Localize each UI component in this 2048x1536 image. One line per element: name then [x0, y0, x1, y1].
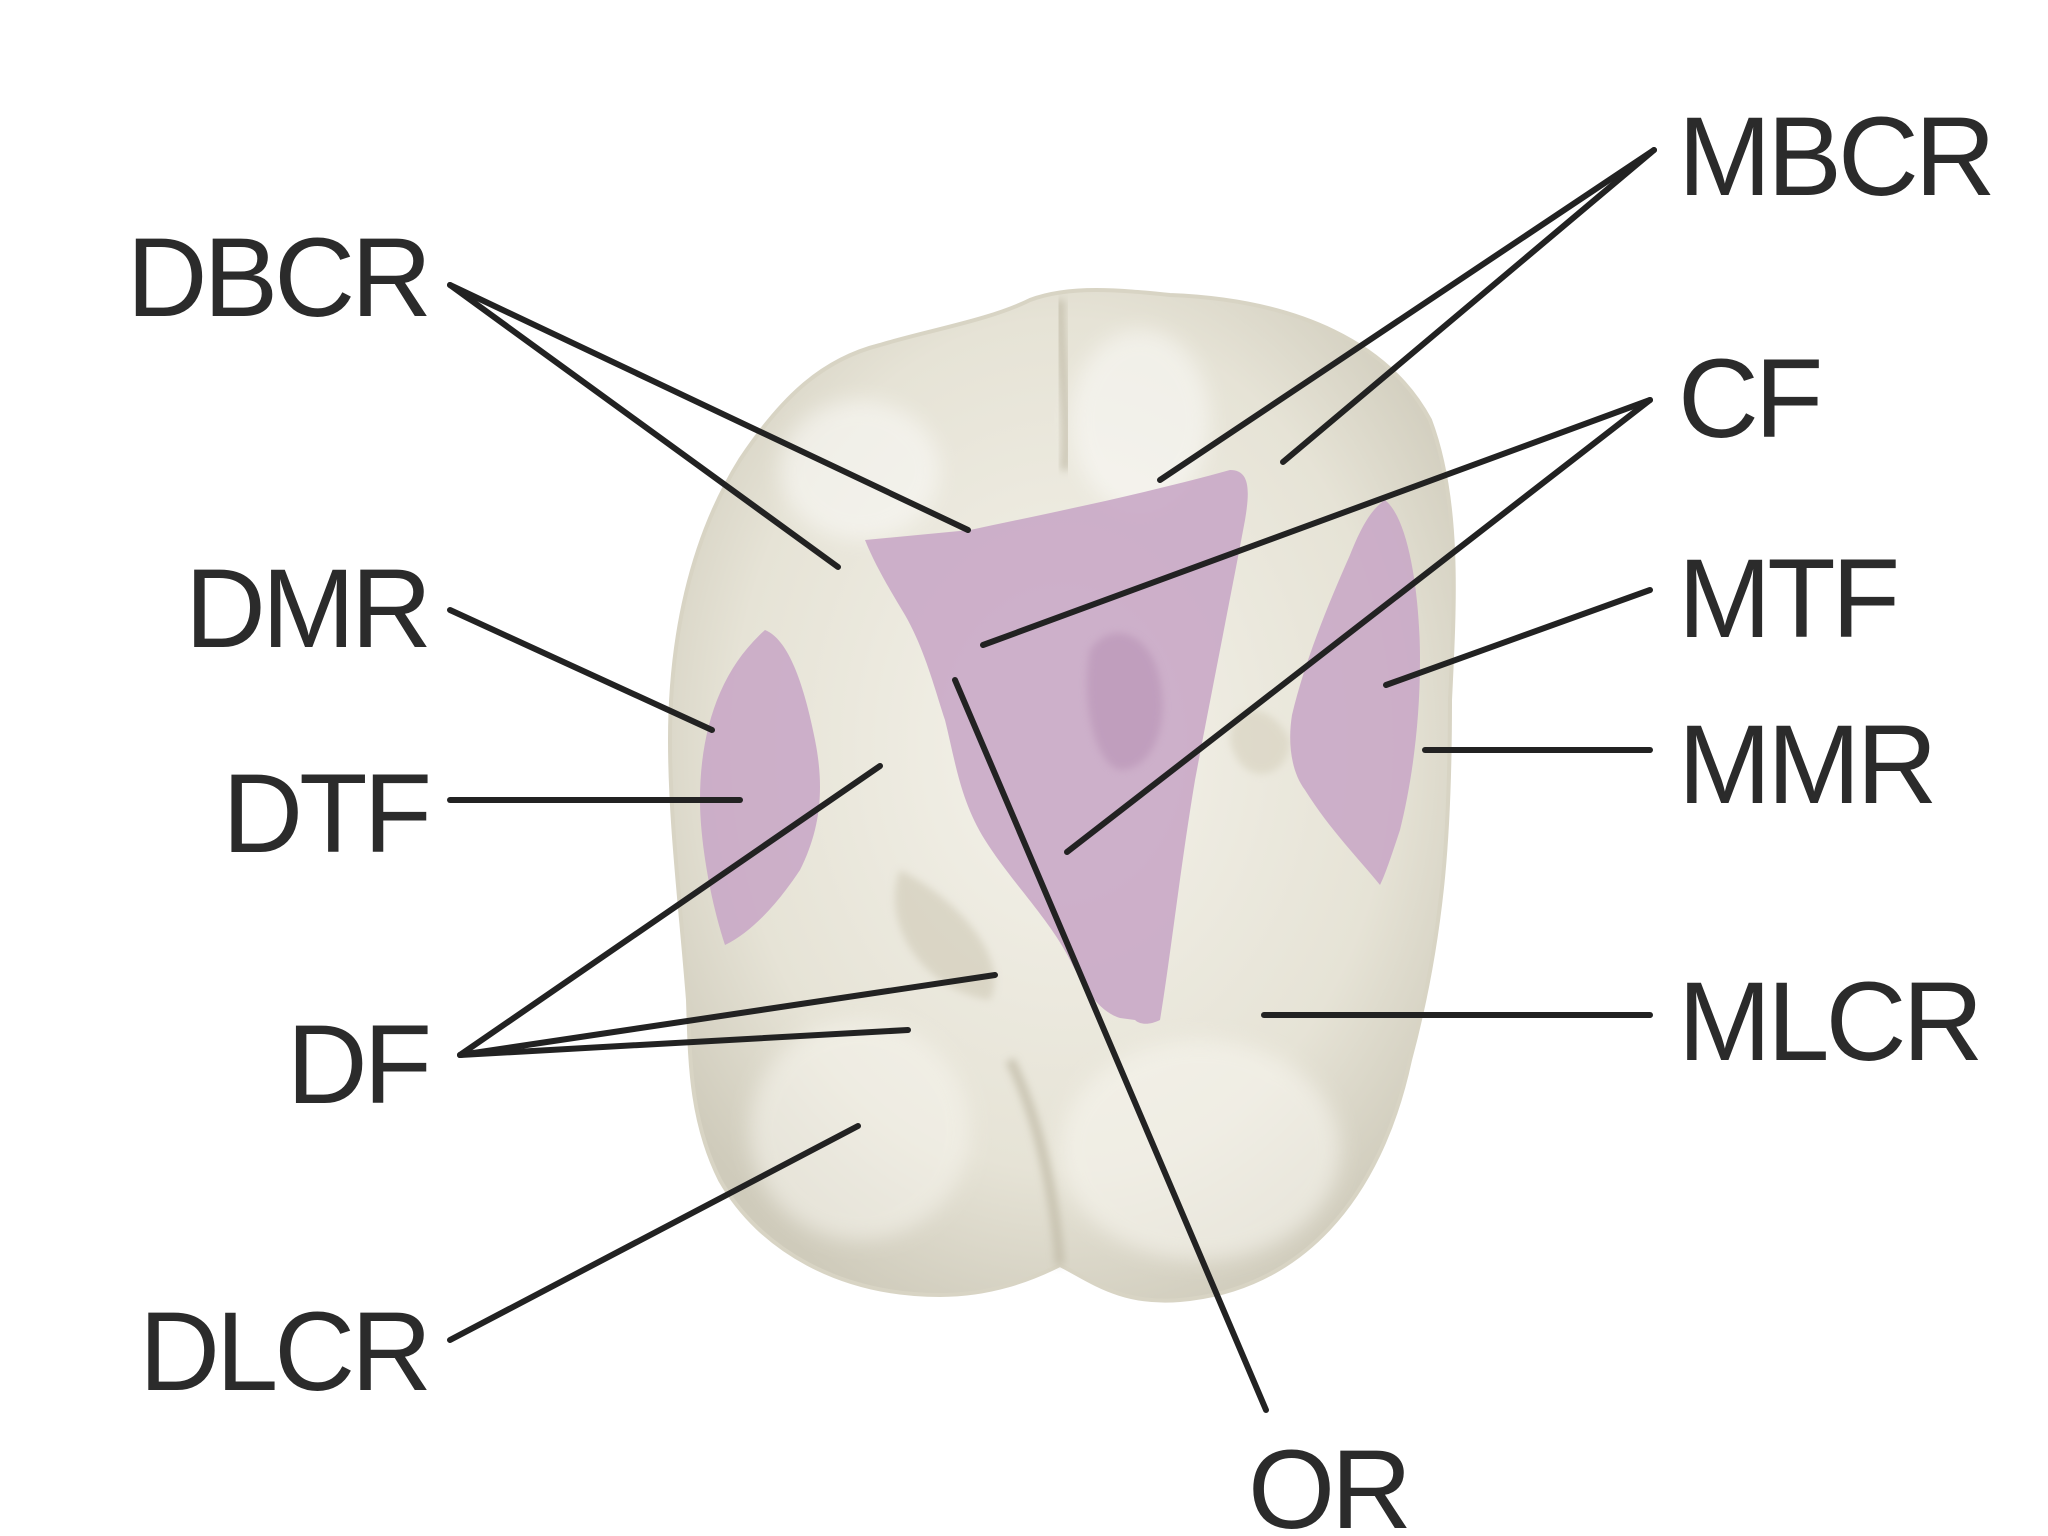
label-or: OR: [1248, 1427, 1408, 1536]
leader-lines: [447, 147, 1657, 1413]
leader-mtf: [1383, 587, 1653, 688]
labels: DBCR DMR DTF DF DLCR OR MBCR CF MTF MMR …: [127, 94, 1996, 1536]
distobuccal-cusp-shadow: [780, 400, 940, 540]
leader-dmr: [447, 607, 715, 733]
label-dmr: DMR: [185, 546, 428, 671]
distolingual-cusp-shadow: [750, 1020, 970, 1240]
leader-cf-2: [1064, 397, 1653, 855]
oblique-ridge-shadow: [1230, 710, 1290, 774]
label-mmr: MMR: [1678, 702, 1933, 827]
distal-fossa-shadow: [894, 870, 995, 1000]
leader-cf-1: [980, 397, 1653, 648]
leader-df-3: [457, 1027, 911, 1058]
label-mlcr: MLCR: [1678, 959, 1979, 1084]
central-fossa-region: [865, 470, 1248, 1024]
lingual-groove: [1005, 1057, 1065, 1266]
leader-dbcr-2: [447, 282, 971, 533]
buccal-groove: [1055, 299, 1072, 471]
label-df: DF: [287, 1002, 428, 1127]
leader-mbcr-2: [1280, 147, 1657, 465]
leader-df-2: [457, 972, 998, 1058]
leader-dbcr-1: [447, 282, 841, 570]
label-cf: CF: [1678, 336, 1819, 461]
buccal-cusp-shadow: [1070, 330, 1210, 510]
label-dbcr: DBCR: [127, 215, 428, 340]
leader-dlcr: [447, 1123, 861, 1343]
label-mtf: MTF: [1678, 536, 1896, 661]
leader-df-1: [457, 763, 883, 1058]
label-dlcr: DLCR: [139, 1289, 428, 1414]
central-fossa-depression: [1086, 633, 1163, 770]
label-dtf: DTF: [222, 751, 428, 876]
lingual-cusp-shadow: [1060, 1040, 1340, 1260]
mesial-triangular-fossa-region: [1290, 500, 1420, 885]
leader-or: [952, 677, 1269, 1413]
label-mbcr: MBCR: [1678, 94, 1992, 219]
leader-mbcr-1: [1157, 147, 1657, 483]
